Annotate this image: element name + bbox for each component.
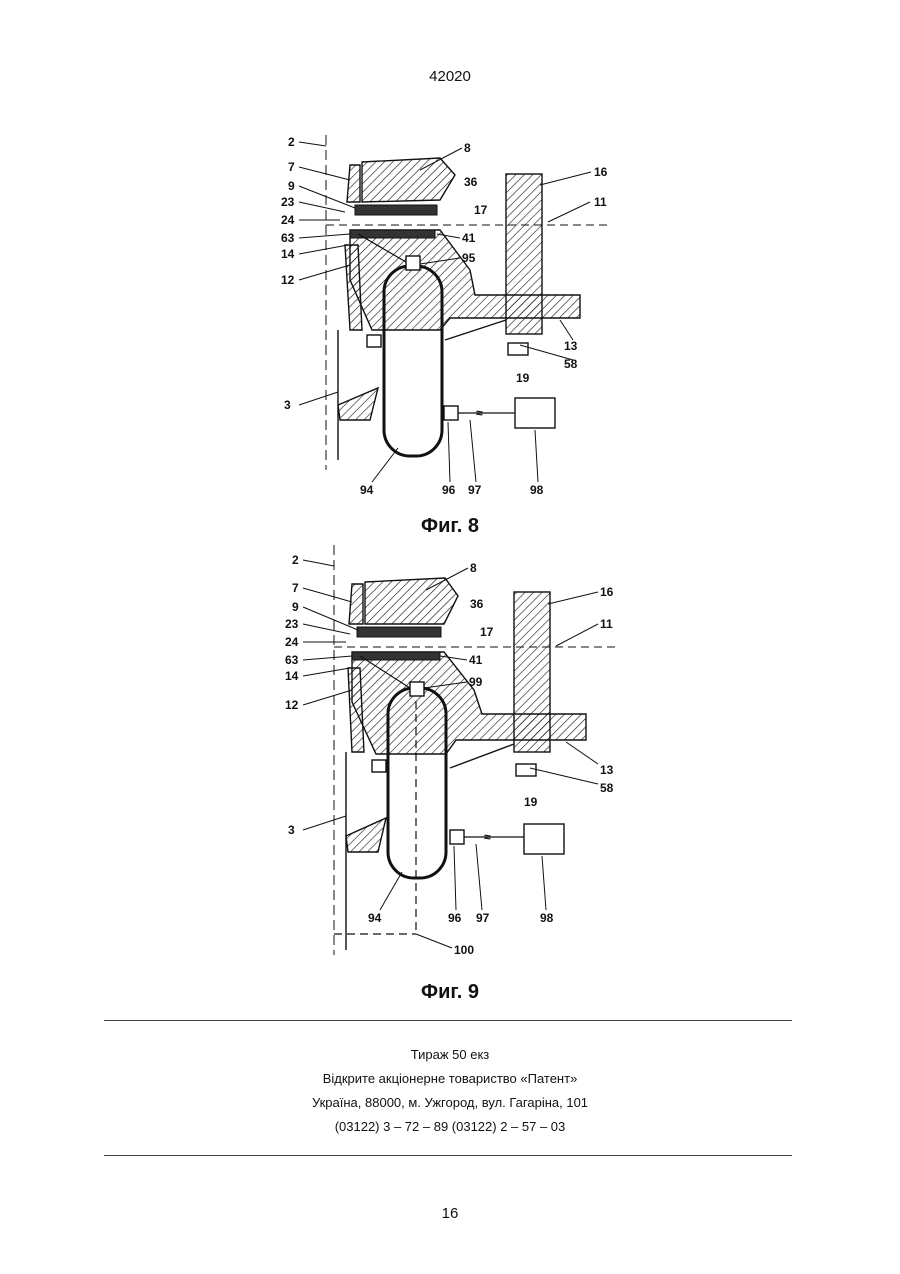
fig9-label-19: 19 [524,795,538,809]
fig8-label-7: 7 [288,160,295,174]
imprint-phones: (03122) 3 – 72 – 89 (03122) 2 – 57 – 03 [0,1115,900,1139]
page-number: 16 [0,1205,900,1222]
fig9-label-16: 16 [600,585,614,599]
fig9-label-3: 3 [288,823,295,837]
fig8-label-2: 2 [288,135,295,149]
imprint-publisher: Відкрите акціонерне товариство «Патент» [0,1067,900,1091]
fig9-label-2: 2 [292,553,299,567]
imprint-circulation: Тираж 50 екз [0,1043,900,1067]
figure-8: ≈ 2 7 9 23 24 63 14 12 3 8 36 17 [0,130,900,510]
fig8-label-24: 24 [281,213,295,227]
figure-9-caption: Фиг. 9 [0,981,900,1004]
fig9-label-14: 14 [285,669,299,683]
fig9-label-97: 97 [476,911,490,925]
document-number: 42020 [0,68,900,85]
fig8-label-9: 9 [288,179,295,193]
fig9-label-58: 58 [600,781,614,795]
fig8-label-19: 19 [516,371,530,385]
fig9-label-24: 24 [285,635,299,649]
fig9-label-36: 36 [470,597,484,611]
fig9-label-41: 41 [469,653,483,667]
imprint-address: Україна, 88000, м. Ужгород, вул. Гагарін… [0,1091,900,1115]
fig9-label-99: 99 [469,675,483,689]
figure-9: ≈ 2 7 9 23 24 63 14 12 3 8 36 17 [0,540,900,970]
fig8-label-13: 13 [564,339,578,353]
fig8-label-23: 23 [281,195,295,209]
fig9-label-100: 100 [454,943,474,957]
top-divider [104,1020,792,1021]
publisher-imprint: Тираж 50 екз Відкрите акціонерне товарис… [0,1043,900,1139]
fig8-label-14: 14 [281,247,295,261]
fig8-label-36: 36 [464,175,478,189]
fig8-label-12: 12 [281,273,295,287]
fig8-label-95: 95 [462,251,476,265]
fig9-label-11: 11 [600,617,613,631]
fig9-label-7: 7 [292,581,299,595]
fig9-label-12: 12 [285,698,299,712]
fig8-label-17: 17 [474,203,488,217]
fig9-label-94: 94 [368,911,382,925]
fig8-label-3: 3 [284,398,291,412]
fig9-label-63: 63 [285,653,299,667]
fig9-label-8: 8 [470,561,477,575]
fig8-label-98: 98 [530,483,544,497]
figure-8-caption: Фиг. 8 [0,515,900,538]
fig8-label-11: 11 [594,195,607,209]
svg-text:≈: ≈ [484,830,491,844]
fig9-label-98: 98 [540,911,554,925]
fig9-label-13: 13 [600,763,614,777]
fig8-label-94: 94 [360,483,374,497]
figure-8-drawing: ≈ 2 7 9 23 24 63 14 12 3 8 36 17 [0,130,900,510]
fig9-label-9: 9 [292,600,299,614]
bottom-divider [104,1155,792,1156]
fig8-label-16: 16 [594,165,608,179]
fig8-label-41: 41 [462,231,476,245]
figure-9-drawing: ≈ 2 7 9 23 24 63 14 12 3 8 36 17 [0,540,900,970]
fig8-label-63: 63 [281,231,295,245]
fig9-label-23: 23 [285,617,299,631]
fig8-label-96: 96 [442,483,456,497]
fig8-label-58: 58 [564,357,578,371]
svg-text:≈: ≈ [476,406,483,420]
fig8-label-97: 97 [468,483,482,497]
fig9-label-96: 96 [448,911,462,925]
fig8-label-8: 8 [464,141,471,155]
fig9-label-17: 17 [480,625,494,639]
